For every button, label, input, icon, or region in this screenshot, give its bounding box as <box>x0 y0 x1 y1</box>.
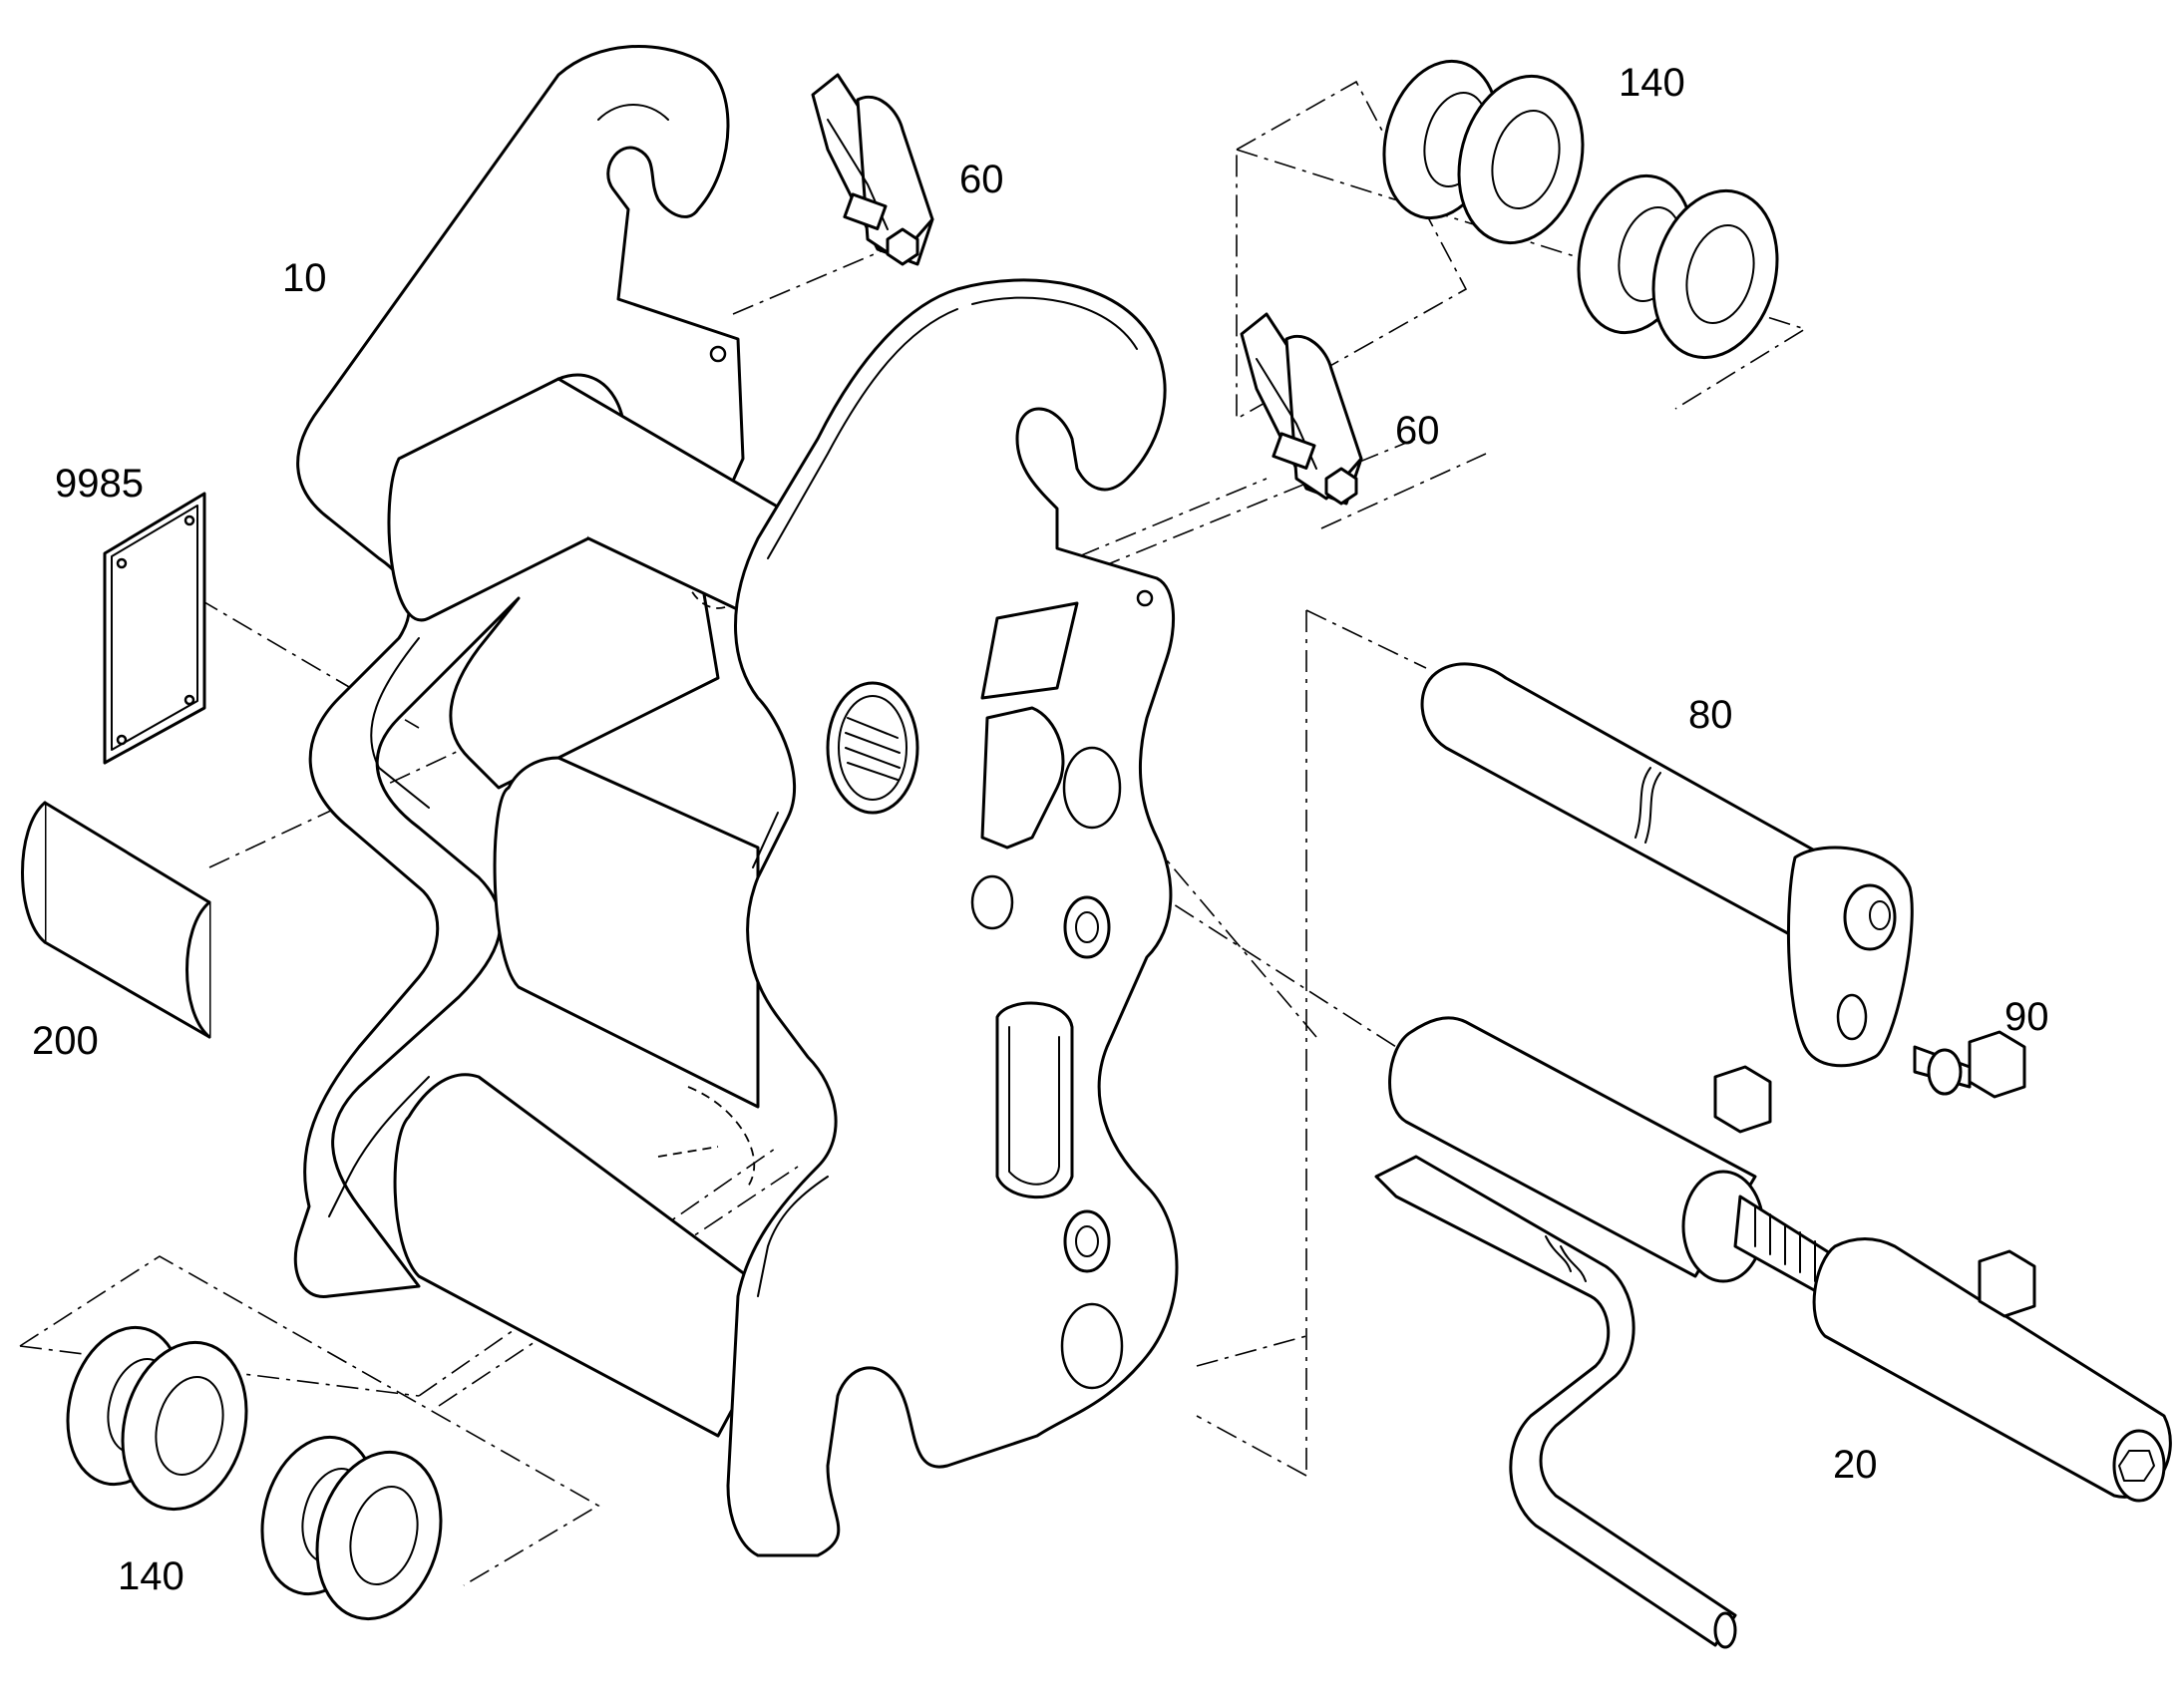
callout-200: 200 <box>32 1019 99 1063</box>
main-bracket <box>293 45 1179 1557</box>
cover-sheet <box>21 801 211 1039</box>
latch-right <box>1240 312 1363 506</box>
callout-20: 20 <box>1833 1443 1878 1487</box>
identification-plate <box>103 492 206 765</box>
latch-top <box>811 73 934 266</box>
lock-pin-assembly <box>1374 1016 2172 1649</box>
callout-90: 90 <box>2004 995 2049 1039</box>
callout-9985: 9985 <box>55 462 144 506</box>
callout-140-top: 140 <box>1619 61 1685 105</box>
part-callouts: 10 20 60 60 80 90 140 140 200 9985 <box>32 61 2049 1598</box>
shims-top <box>1382 59 1779 360</box>
callout-140-bottom: 140 <box>118 1554 184 1598</box>
bolt <box>1913 1030 2026 1099</box>
callout-80: 80 <box>1688 693 1733 737</box>
callout-60-right: 60 <box>1395 409 1440 453</box>
shims-bottom <box>66 1325 443 1621</box>
pin <box>1420 662 1914 1068</box>
callout-60-top: 60 <box>959 158 1004 201</box>
callout-10: 10 <box>282 256 327 300</box>
